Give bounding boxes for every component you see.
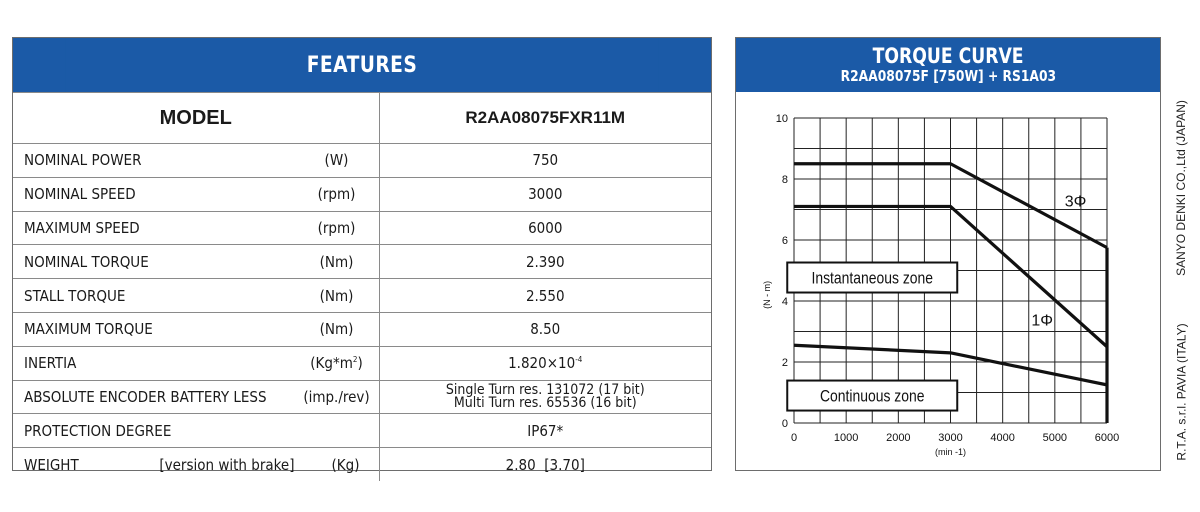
series-line-0: [794, 162, 1108, 250]
x-tick-label: 6000: [1095, 432, 1119, 444]
x-tick-label: 4000: [990, 432, 1014, 444]
instantaneous-zone-box: [786, 261, 959, 294]
encoder-multi-turn: Multi Turn res. 65536 (16 bit): [453, 394, 637, 411]
row-value: 2.550: [379, 278, 711, 313]
encoder-label: ABSOLUTE ENCODER BATTERY LESS: [24, 387, 267, 406]
torque-curve-subtitle: R2AA08075F [750W] + RS1A03: [840, 67, 1056, 85]
row-value: 6000: [379, 210, 711, 245]
row-value: 8.50: [379, 311, 711, 347]
continuous-zone-label: Continuous zone: [820, 387, 925, 406]
y-tick-label: 6: [782, 235, 788, 247]
x-tick-label: 5000: [1043, 432, 1067, 444]
series-label-3phase: 3Φ: [1065, 193, 1087, 210]
inertia-value: 1.820×10-4: [379, 345, 711, 381]
row-unit: (Nm): [319, 320, 354, 339]
instantaneous-zone-label: Instantaneous zone: [811, 269, 933, 288]
x-tick-label: 2000: [886, 432, 910, 444]
encoder-value: Single Turn res. 131072 (17 bit)Multi Tu…: [379, 379, 711, 414]
protection-label: PROTECTION DEGREE: [24, 421, 172, 440]
row-unit: (W): [324, 151, 349, 170]
protection-row: PROTECTION DEGREE IP67*: [13, 413, 711, 448]
weight-label: WEIGHT: [24, 455, 79, 474]
y-axis-label: (N - m): [762, 281, 772, 309]
encoder-unit: (imp./rev): [303, 387, 370, 406]
features-table: MODEL R2AA08075FXR11M NOMINAL POWER (W) 7…: [13, 92, 711, 481]
features-title: FEATURES: [65, 38, 659, 92]
row-unit: (Nm): [319, 286, 354, 305]
weight-row: WEIGHT [version with brake] (Kg) 2.80 [3.7…: [13, 447, 711, 481]
row-value: 3000: [379, 176, 711, 212]
model-label: MODEL: [13, 92, 380, 144]
x-tick-label: 3000: [938, 432, 962, 444]
table-row: NOMINAL TORQUE (Nm) 2.390: [13, 244, 711, 279]
row-label: NOMINAL SPEED: [24, 185, 136, 204]
torque-curve-header: TORQUE CURVE R2AA08075F [750W] + RS1A03: [736, 38, 1160, 92]
features-panel: FEATURES MODEL R2AA08075FXR11M NOMINAL P…: [12, 37, 712, 481]
row-label: MAXIMUM SPEED: [24, 218, 140, 237]
weight-note: [version with brake]: [159, 455, 295, 474]
row-unit: (Nm): [319, 252, 354, 271]
inertia-unit: (Kg*m2): [310, 354, 363, 373]
table-row: NOMINAL SPEED (rpm) 3000: [13, 176, 711, 212]
x-tick-label: 1000: [834, 432, 858, 444]
table-row: MAXIMUM TORQUE (Nm) 8.50: [13, 311, 711, 347]
torque-curve-title: TORQUE CURVE: [872, 44, 1024, 68]
x-tick-label: 0: [791, 432, 797, 444]
rta-credit: R.T.A. s.r.l. PAVIA (ITALY): [1174, 323, 1189, 461]
series-line-2: [793, 343, 1108, 387]
features-header: FEATURES: [13, 38, 711, 92]
inertia-label: INERTIA: [24, 354, 77, 373]
sanyo-credit: SANYO DENKI CO.,Ltd (JAPAN): [1173, 100, 1188, 276]
weight-value: 2.80 [3.70]: [379, 447, 711, 481]
y-tick-label: 2: [782, 357, 788, 369]
row-label: NOMINAL POWER: [24, 151, 142, 170]
row-label: STALL TORQUE: [24, 286, 126, 305]
table-row: MAXIMUM SPEED (rpm) 6000: [13, 210, 711, 245]
protection-value: IP67*: [379, 413, 711, 448]
model-row: MODEL R2AA08075FXR11M: [13, 92, 711, 144]
row-unit: (rpm): [317, 185, 356, 204]
series-line-1: [794, 204, 1109, 348]
row-label: MAXIMUM TORQUE: [24, 320, 153, 339]
encoder-row: ABSOLUTE ENCODER BATTERY LESS(imp./rev) …: [13, 379, 711, 414]
inertia-row: INERTIA (Kg*m2) 1.820×10-4: [13, 345, 711, 381]
row-label: NOMINAL TORQUE: [24, 252, 149, 271]
y-tick-label: 4: [782, 296, 788, 308]
y-tick-label: 0: [782, 418, 788, 430]
row-unit: (rpm): [317, 218, 356, 237]
y-tick-label: 8: [782, 174, 788, 186]
row-value: 2.390: [379, 244, 711, 279]
x-axis-label: (min -1): [935, 447, 966, 457]
weight-unit: (Kg): [331, 455, 360, 474]
model-value: R2AA08075FXR11M: [379, 92, 711, 144]
table-row: NOMINAL POWER (W) 750: [13, 143, 711, 178]
row-value: 750: [379, 143, 711, 178]
table-row: STALL TORQUE (Nm) 2.550: [13, 278, 711, 313]
continuous-zone-box: [786, 379, 959, 412]
series-label-1phase: 1Φ: [1031, 312, 1053, 329]
encoder-single-turn: Single Turn res. 131072 (17 bit): [445, 381, 645, 398]
torque-curve-panel: TORQUE CURVE R2AA08075F [750W] + RS1A03 …: [735, 37, 1161, 471]
y-tick-label: 10: [776, 113, 788, 125]
